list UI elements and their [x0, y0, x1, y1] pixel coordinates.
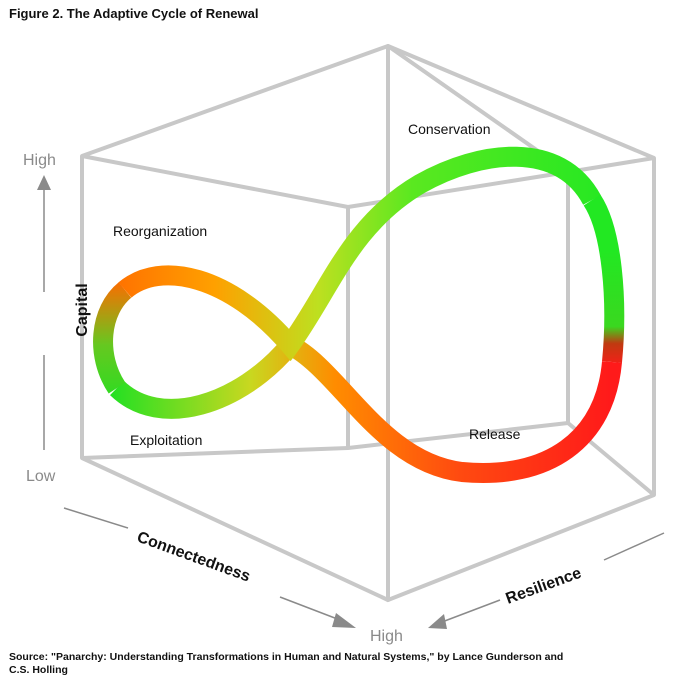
- source-line-2: C.S. Holling: [9, 664, 68, 676]
- capital-high-label: High: [23, 152, 56, 169]
- phase-label-conservation: Conservation: [408, 121, 491, 137]
- cube-front-left-face: [80, 44, 390, 602]
- resilience-axis-line: [441, 599, 501, 623]
- source-citation: Source: "Panarchy: Understanding Transfo…: [9, 651, 687, 677]
- phase-label-exploitation: Exploitation: [130, 432, 202, 448]
- capital-axis-arrow-icon: [37, 175, 51, 190]
- ribbon-reorganization-to-conservation: [118, 146, 601, 362]
- capital-axis-label: Capital: [74, 283, 91, 336]
- connectedness-axis-label: Connectedness: [135, 529, 253, 586]
- phase-label-reorganization: Reorganization: [113, 223, 207, 239]
- resilience-axis-label: Resilience: [504, 565, 584, 608]
- phase-label-release: Release: [469, 426, 521, 442]
- bottom-high-label: High: [370, 628, 403, 645]
- connectedness-axis-line-lower: [279, 596, 341, 621]
- ribbon-release-to-exploitation: [110, 332, 622, 483]
- resilience-axis-line-upper: [603, 532, 665, 561]
- cube-wireframe: [80, 44, 656, 602]
- ribbon-exploitation-to-reorganization: [93, 282, 132, 394]
- figure-title: Figure 2. The Adaptive Cycle of Renewal: [9, 6, 259, 21]
- connectedness-axis-arrow-icon: [332, 613, 356, 628]
- cube-front-right-face: [386, 44, 656, 602]
- cube-edge: [567, 156, 655, 174]
- connectedness-axis-line: [63, 507, 129, 529]
- source-line-1: Source: "Panarchy: Understanding Transfo…: [9, 651, 564, 663]
- ribbon-conservation-to-release: [583, 194, 625, 363]
- cube-edge: [81, 446, 349, 460]
- resilience-axis-arrow-icon: [428, 614, 447, 629]
- capital-low-label: Low: [26, 468, 56, 485]
- cube-edge: [81, 154, 349, 209]
- adaptive-cycle-ribbon: [93, 146, 625, 483]
